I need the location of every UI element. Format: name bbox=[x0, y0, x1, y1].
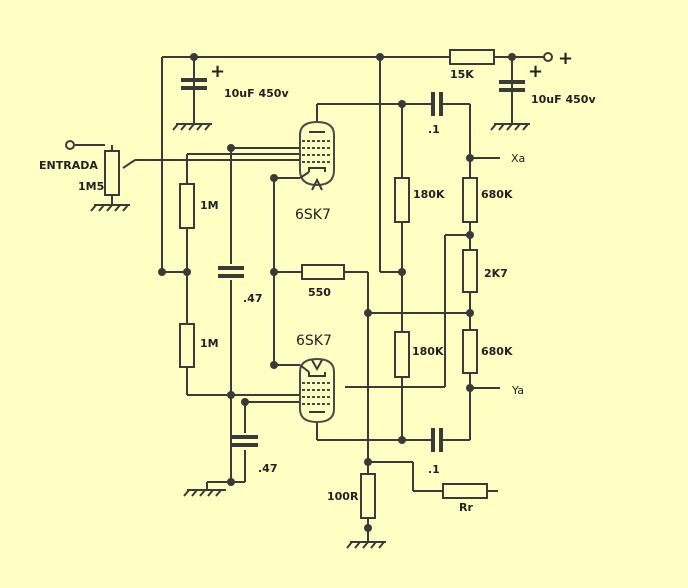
label-pot-1m5: 1M5 bbox=[78, 180, 104, 193]
wires bbox=[75, 56, 545, 540]
label-r-550: 550 bbox=[308, 286, 331, 299]
ground-icon bbox=[183, 489, 226, 497]
label-r-680k-top: 680K bbox=[481, 188, 513, 201]
ground-icon bbox=[172, 88, 212, 131]
potentiometer-1m5 bbox=[104, 150, 120, 196]
capacitor-047-bottom bbox=[232, 435, 258, 447]
resistor-15k bbox=[449, 49, 495, 65]
junction-dots bbox=[158, 53, 516, 532]
label-tube-top: 6SK7 bbox=[295, 207, 331, 223]
resistor-680k-top bbox=[462, 177, 478, 223]
label-output-xa: Xa bbox=[511, 152, 525, 165]
ground-icon bbox=[346, 528, 386, 549]
vacuum-tube-bottom bbox=[299, 357, 335, 424]
label-cap-supply-right: 10uF 450v bbox=[531, 93, 596, 106]
label-r-1m-bottom: 1M bbox=[200, 337, 219, 350]
label-r-180k-top: 180K bbox=[413, 188, 445, 201]
supply-terminal bbox=[543, 52, 553, 62]
terminals bbox=[65, 52, 553, 150]
resistors bbox=[104, 49, 495, 519]
resistor-100r bbox=[360, 473, 376, 519]
resistor-180k-top bbox=[394, 177, 410, 223]
resistor-1m-top bbox=[179, 183, 195, 229]
capacitor-coupling-top bbox=[425, 92, 449, 116]
label-r-100r: 100R bbox=[327, 490, 359, 503]
ground-icon bbox=[90, 204, 130, 212]
resistor-1m-bottom bbox=[179, 323, 195, 368]
label-cap-coupling-top: .1 bbox=[428, 123, 440, 136]
resistor-550 bbox=[301, 264, 345, 280]
label-r-rr: Rr bbox=[459, 501, 473, 514]
vacuum-tube-top bbox=[299, 120, 335, 191]
capacitors bbox=[181, 78, 525, 452]
label-tube-bottom: 6SK7 bbox=[296, 333, 332, 349]
label-r-1m-top: 1M bbox=[200, 199, 219, 212]
label-entrada: ENTRADA bbox=[39, 159, 98, 172]
input-terminal bbox=[65, 140, 75, 150]
ground-icon bbox=[490, 90, 530, 131]
resistor-180k-bottom bbox=[394, 331, 410, 378]
label-cap-047-bottom: .47 bbox=[258, 462, 278, 475]
label-r-2k7: 2K7 bbox=[484, 267, 508, 280]
label-plus-supply: + bbox=[558, 48, 573, 69]
label-output-ya: Ya bbox=[511, 384, 524, 397]
ground-symbols bbox=[90, 88, 530, 549]
label-cap-coupling-bottom: .1 bbox=[428, 463, 440, 476]
label-cap-047-mid: .47 bbox=[243, 292, 263, 305]
capacitor-coupling-bottom bbox=[425, 428, 449, 452]
label-r-180k-bottom: 180K bbox=[412, 345, 444, 358]
resistor-rr bbox=[442, 483, 488, 499]
label-cap-supply-left: 10uF 450v bbox=[224, 87, 289, 100]
resistor-2k7 bbox=[462, 249, 478, 293]
label-r-680k-bottom: 680K bbox=[481, 345, 513, 358]
resistor-680k-bottom bbox=[462, 329, 478, 374]
label-r-15k: 15K bbox=[450, 68, 474, 81]
labels: ENTRADA 1M5 + 10uF 450v 15K + + 10uF 450… bbox=[39, 48, 596, 514]
label-plus-right: + bbox=[528, 61, 543, 82]
label-plus-left: + bbox=[210, 61, 225, 82]
capacitor-047-mid bbox=[218, 266, 244, 278]
